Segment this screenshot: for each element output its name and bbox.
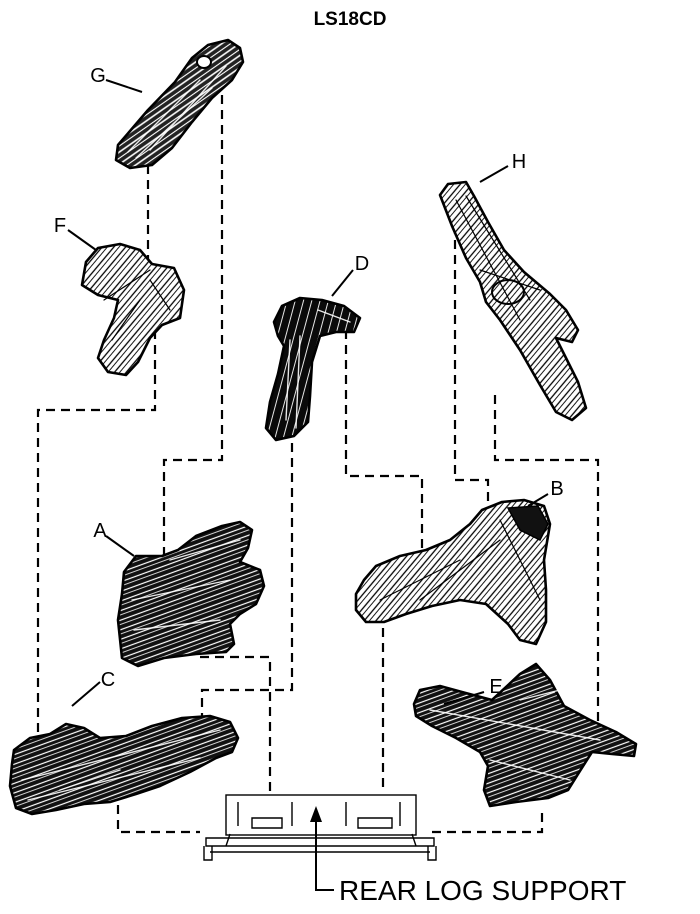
- rear-log-support: [204, 795, 436, 860]
- log-g: [116, 40, 243, 168]
- label-b: B: [550, 478, 563, 500]
- guide-line-d-to-b: [346, 315, 422, 550]
- label-a: A: [93, 520, 107, 542]
- log-a: [118, 522, 264, 666]
- rear-log-support-label: REAR LOG SUPPORT: [339, 875, 626, 906]
- arrow-up-icon: [310, 806, 322, 822]
- label-f: F: [54, 215, 66, 237]
- label-d: D: [355, 253, 369, 275]
- label-e: E: [489, 676, 502, 698]
- log-h: [440, 182, 586, 420]
- support-pointer: [310, 806, 334, 890]
- log-e: [414, 664, 636, 806]
- guide-line-base-left: [118, 805, 200, 832]
- log-f: [82, 244, 184, 375]
- support-frame: [226, 795, 416, 835]
- log-b: [356, 500, 550, 644]
- label-g: G: [90, 65, 106, 87]
- log-c: [10, 716, 238, 814]
- guide-line-base-right: [432, 810, 542, 832]
- label-c: C: [101, 669, 115, 691]
- label-h: H: [512, 151, 526, 173]
- diagram-title: LS18CD: [314, 9, 387, 30]
